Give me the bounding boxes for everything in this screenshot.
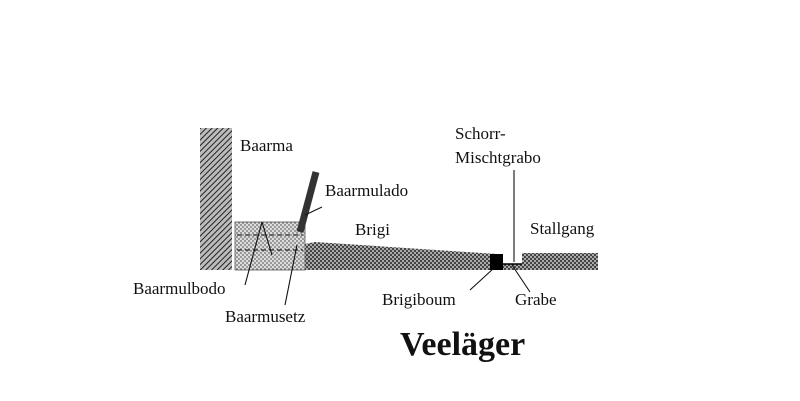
floor-brigi (305, 242, 497, 270)
diagram-title: Veeläger (400, 326, 525, 363)
wall-baarma (200, 128, 232, 270)
label-baarmulado: Baarmulado (325, 181, 408, 200)
label-brigiboum: Brigiboum (382, 290, 456, 309)
brigiboum-beam (490, 254, 503, 270)
grabe-channel (503, 264, 522, 270)
leader-lines (244, 170, 531, 306)
label-brigi: Brigi (355, 220, 390, 239)
floor-stallgang (522, 253, 598, 270)
label-baarmulbodo: Baarmulbodo (133, 279, 226, 298)
label-stallgang: Stallgang (530, 219, 595, 238)
manger-baarmusetz (234, 221, 306, 271)
label-schorr-line1: Schorr- (455, 124, 506, 143)
label-baarma: Baarma (240, 136, 293, 155)
label-schorr-line2: Mischtgrabo (455, 148, 541, 167)
label-baarmusetz: Baarmusetz (225, 307, 306, 326)
baarmulado-board (296, 171, 320, 233)
label-grabe: Grabe (515, 290, 557, 309)
